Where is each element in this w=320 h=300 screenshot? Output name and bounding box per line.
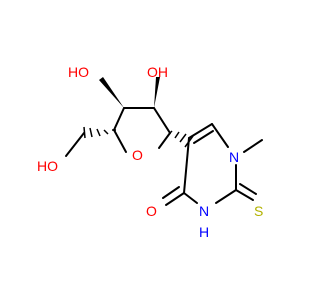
hydroxymethyl bbox=[65, 132, 85, 157]
bond-c1-c2 bbox=[153, 107, 171, 134]
label-o-keto: O bbox=[146, 203, 157, 219]
bond-c6-n1 bbox=[211, 123, 229, 148]
label-oh-top: OH bbox=[147, 64, 168, 80]
bond-c2-s-double bbox=[239, 183, 257, 195]
bond-c3-c4 bbox=[113, 107, 125, 131]
label-s: S bbox=[254, 203, 263, 219]
label-nh: N bbox=[199, 203, 209, 219]
wedge-c2-oh bbox=[154, 77, 160, 108]
bond-c5-c6-double bbox=[193, 130, 214, 144]
molecule-structure: HO OH HO O N S O N H bbox=[37, 64, 263, 240]
hash-c4-ch2 bbox=[83, 126, 116, 139]
bond-n3-c4 bbox=[183, 192, 198, 204]
bond-c5-c6 bbox=[188, 123, 213, 139]
stereo-bonds bbox=[83, 77, 194, 148]
label-n1: N bbox=[229, 149, 239, 165]
bond-c4-o bbox=[113, 129, 127, 153]
bond-ch2-oh bbox=[65, 132, 85, 157]
label-nh-h: H bbox=[199, 224, 209, 240]
label-ho-top: HO bbox=[68, 64, 89, 80]
furanose-ring bbox=[113, 107, 171, 153]
label-ho-left: HO bbox=[37, 158, 58, 174]
label-ring-o: O bbox=[132, 147, 143, 163]
bond-o-c1 bbox=[158, 132, 171, 149]
bond-c4-o bbox=[165, 192, 185, 206]
bond-c2-s bbox=[235, 189, 254, 201]
bond-c4-o-double bbox=[162, 186, 180, 199]
wedge-c3-oh bbox=[99, 77, 124, 108]
pyrimidine-ring bbox=[162, 123, 263, 206]
bond-c2-n3 bbox=[215, 189, 237, 204]
atom-labels: HO OH HO O N S O N H bbox=[37, 64, 263, 240]
bond-n1-methyl bbox=[243, 139, 263, 153]
bond-c4-c5 bbox=[183, 137, 190, 194]
